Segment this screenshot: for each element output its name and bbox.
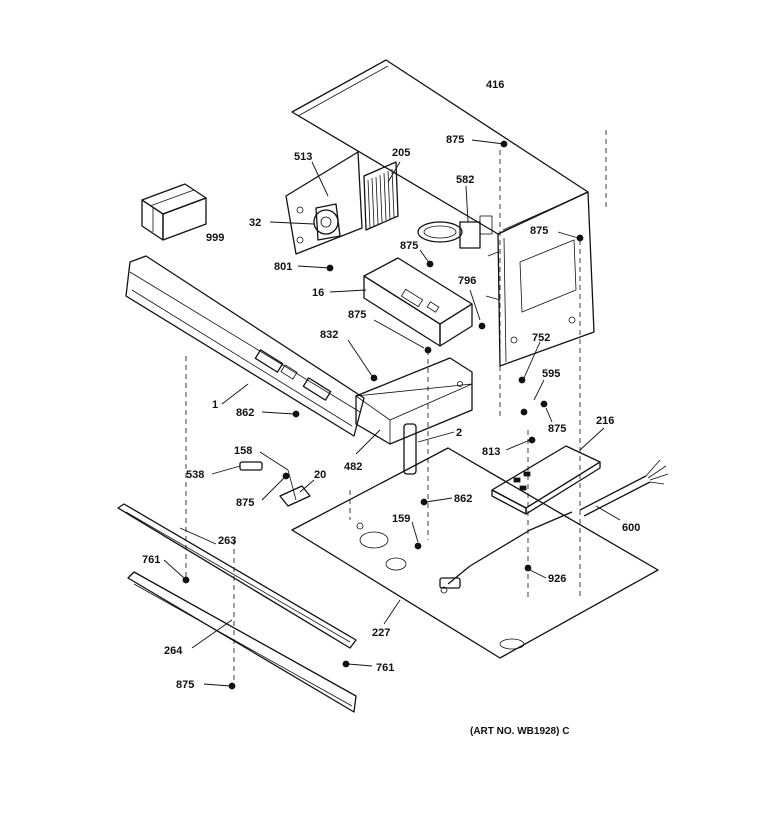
label-875-top: 875 (446, 134, 464, 146)
label-832: 832 (320, 329, 338, 341)
label-16: 16 (312, 287, 324, 299)
label-761-left: 761 (142, 554, 160, 566)
alignment-lines (185, 130, 607, 686)
label-595: 595 (542, 368, 560, 380)
label-159: 159 (392, 513, 410, 525)
label-796: 796 (458, 275, 476, 287)
label-1: 1 (212, 399, 218, 411)
label-875-mid: 875 (400, 240, 418, 252)
art-number: (ART NO. WB1928) C (470, 726, 569, 737)
leader-lines (163, 139, 621, 687)
label-264: 264 (164, 645, 183, 657)
bottom-plate-227 (291, 447, 659, 659)
label-513: 513 (294, 151, 312, 163)
switch-582 (417, 215, 493, 249)
power-cord-600 (579, 459, 669, 517)
part-2 (403, 423, 417, 475)
label-32: 32 (249, 217, 261, 229)
control-panel-1 (125, 255, 365, 437)
control-board-16 (363, 257, 473, 347)
label-752: 752 (532, 332, 550, 344)
label-862-upper: 862 (236, 407, 254, 419)
vent-screen-205 (363, 161, 399, 231)
label-205: 205 (392, 147, 410, 159)
label-158: 158 (234, 445, 252, 457)
bracket-482 (354, 357, 473, 445)
label-862-lower: 862 (454, 493, 472, 505)
label-263: 263 (218, 535, 236, 547)
label-999: 999 (206, 232, 224, 244)
label-216: 216 (596, 415, 614, 427)
small-brackets (239, 461, 311, 507)
label-875-right: 875 (530, 225, 548, 237)
label-2: 2 (456, 427, 462, 439)
label-875-lower: 875 (236, 497, 254, 509)
label-875-595: 875 (548, 423, 566, 435)
label-20: 20 (314, 469, 326, 481)
label-875-board: 875 (348, 309, 366, 321)
label-416: 416 (486, 79, 504, 91)
label-582: 582 (456, 174, 474, 186)
label-482: 482 (344, 461, 362, 473)
label-926: 926 (548, 573, 566, 585)
screws (182, 140, 584, 690)
label-761-right: 761 (376, 662, 394, 674)
right-housing (485, 191, 595, 367)
label-875-bottom: 875 (176, 679, 194, 691)
fan-bracket (285, 151, 363, 255)
carton-999 (141, 183, 207, 241)
label-538: 538 (186, 469, 204, 481)
label-600: 600 (622, 522, 640, 534)
label-801: 801 (274, 261, 292, 273)
cover-216 (491, 445, 601, 515)
trim-263 (117, 503, 357, 649)
trim-264 (127, 571, 357, 713)
callout-labels: 416 875 513 205 582 32 999 875 875 801 7… (142, 79, 640, 737)
label-813: 813 (482, 446, 500, 458)
label-227: 227 (372, 627, 390, 639)
